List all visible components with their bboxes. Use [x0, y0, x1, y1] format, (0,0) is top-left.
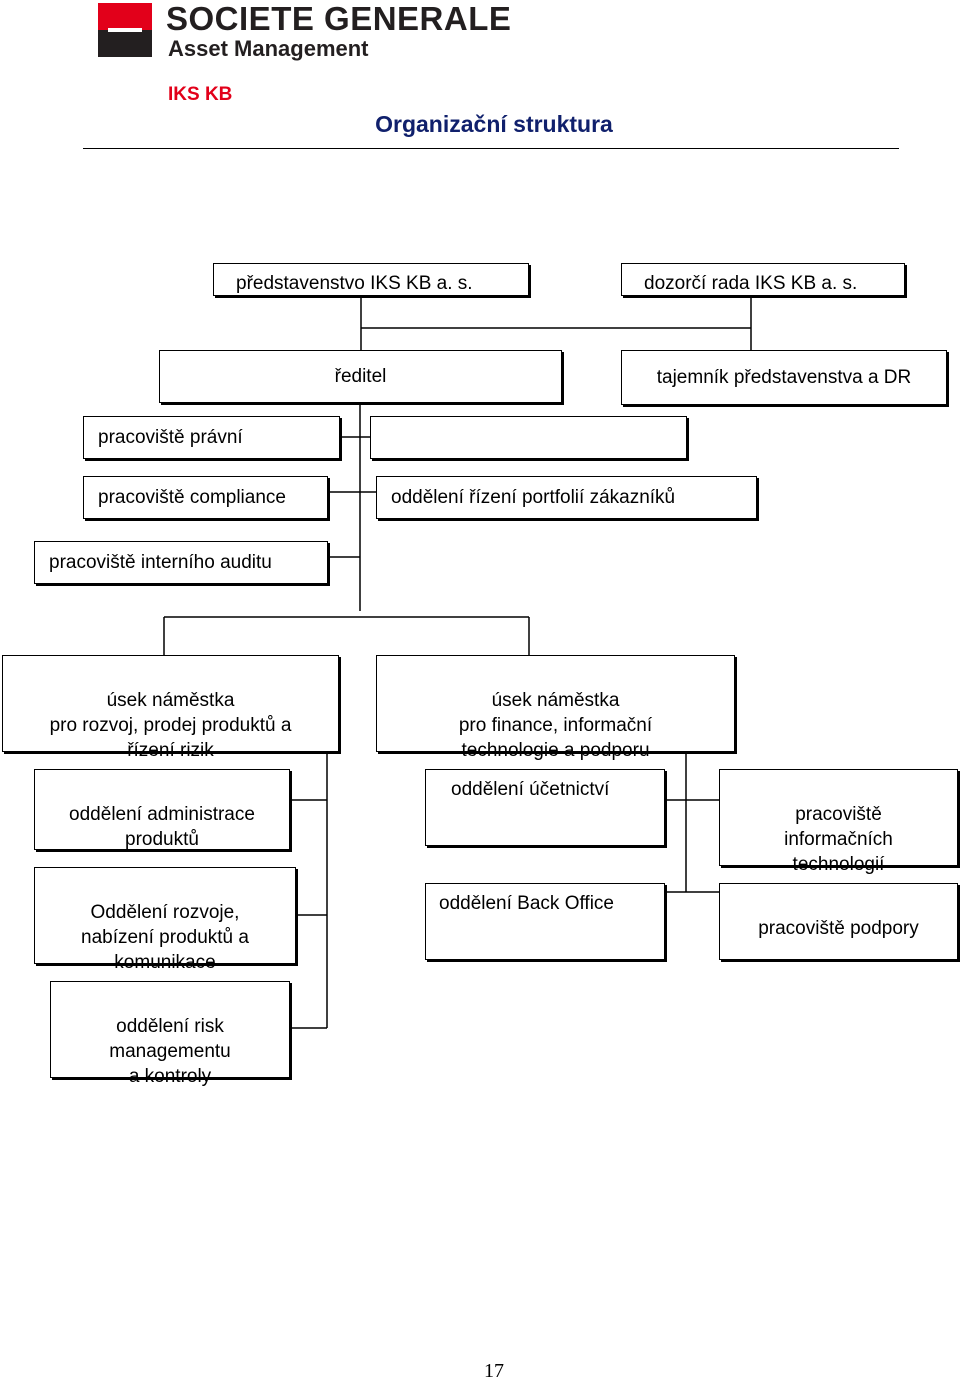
supervisory-board-label: dozorčí rada IKS KB a. s.: [644, 273, 858, 294]
director-label: ředitel: [334, 366, 387, 387]
legal-box: pracoviště právní: [83, 416, 340, 459]
board-label: představenstvo IKS KB a. s.: [236, 273, 473, 294]
logo-black-half: [98, 30, 152, 57]
supervisory-board-box: dozorčí rada IKS KB a. s.: [621, 263, 905, 296]
title-divider: [83, 148, 899, 149]
page-title: Organizační struktura: [375, 111, 613, 137]
board-box: představenstvo IKS KB a. s.: [213, 263, 529, 296]
support-box: pracoviště podpory: [719, 883, 958, 960]
director-box: ředitel: [159, 350, 562, 403]
product-development-label: Oddělení rozvoje, nabízení produktů a ko…: [81, 902, 249, 973]
back-office-box: oddělení Back Office: [425, 883, 665, 960]
back-office-label: oddělení Back Office: [439, 893, 614, 914]
secretary-box: tajemník představenstva a DR: [621, 350, 947, 405]
secretary-label: tajemník představenstva a DR: [656, 367, 912, 388]
internal-audit-label: pracoviště interního auditu: [49, 552, 272, 573]
deputy-finance-box: úsek náměstka pro finance, informační te…: [376, 655, 735, 761]
logo-subtitle: Asset Management: [168, 36, 369, 61]
risk-management-label: oddělení risk managementu a kontroly: [109, 1016, 231, 1087]
accounting-label: oddělení účetnictví: [451, 779, 610, 800]
it-box: pracoviště informačních technologií: [719, 769, 958, 875]
compliance-box: pracoviště compliance: [83, 476, 328, 519]
risk-management-box: oddělení risk managementu a kontroly: [50, 981, 290, 1087]
product-admin-label: oddělení administrace produktů: [69, 804, 255, 850]
compliance-label: pracoviště compliance: [98, 487, 286, 508]
product-development-box: Oddělení rozvoje, nabízení produktů a ko…: [34, 867, 296, 973]
deputy-development-label: úsek náměstka pro rozvoj, prodej produkt…: [49, 690, 292, 761]
deputy-development-box: úsek náměstka pro rozvoj, prodej produkt…: [2, 655, 339, 761]
accounting-box: oddělení účetnictví: [425, 769, 665, 846]
legal-label: pracoviště právní: [98, 427, 243, 448]
deputy-finance-label: úsek náměstka pro finance, informační te…: [458, 690, 653, 761]
it-label: pracoviště informačních technologií: [784, 804, 893, 875]
client-portfolio-box: oddělení řízení portfolií zákazníků: [376, 476, 757, 519]
support-label: pracoviště podpory: [758, 918, 919, 939]
empty-box: [370, 416, 687, 459]
product-admin-box: oddělení administrace produktů: [34, 769, 290, 850]
logo-white-bar: [108, 28, 142, 32]
logo-mark: [98, 3, 152, 57]
logo-title: SOCIETE GENERALE: [166, 0, 512, 37]
client-portfolio-label: oddělení řízení portfolií zákazníků: [391, 487, 676, 508]
internal-audit-box: pracoviště interního auditu: [34, 541, 328, 584]
logo-iks-kb: IKS KB: [168, 84, 233, 105]
logo-red-half: [98, 3, 152, 30]
page-number: 17: [484, 1360, 504, 1382]
